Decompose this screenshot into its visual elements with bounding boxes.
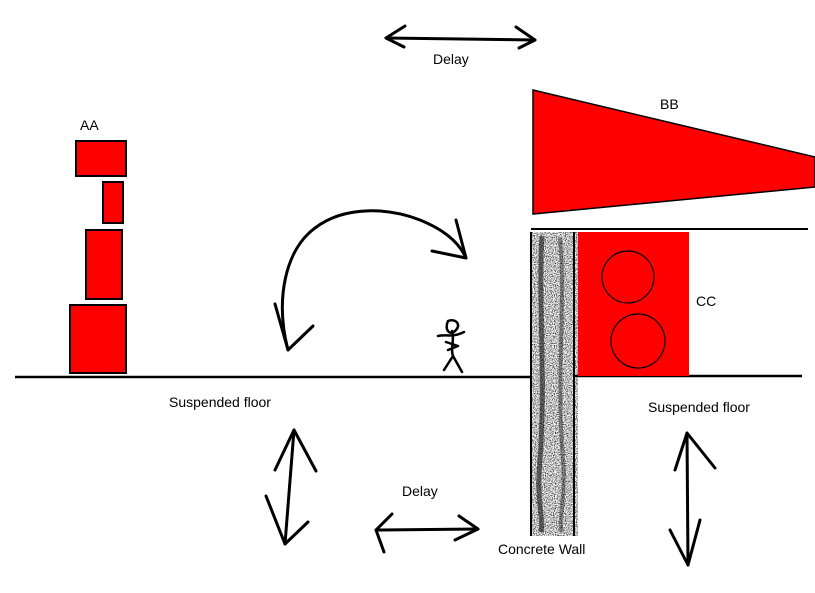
curved-double-arrow-icon bbox=[273, 209, 468, 352]
delay-bottom-arrow bbox=[374, 512, 480, 554]
cc-box bbox=[578, 232, 689, 376]
stick-figure-icon bbox=[436, 319, 466, 374]
aa-block-1 bbox=[75, 140, 127, 177]
suspended-floor-right-label: Suspended floor bbox=[648, 399, 750, 415]
bb-wedge bbox=[532, 89, 815, 215]
concrete-wall bbox=[530, 232, 578, 536]
concrete-wall-label: Concrete Wall bbox=[498, 541, 585, 557]
aa-block-4 bbox=[69, 304, 127, 374]
aa-label: AA bbox=[80, 117, 99, 133]
delay-bottom-label: Delay bbox=[402, 483, 438, 499]
aa-block-stack bbox=[69, 140, 127, 374]
bb-label: BB bbox=[660, 96, 679, 112]
left-vertical-double-arrow-icon bbox=[264, 428, 318, 546]
cc-circle-top bbox=[601, 250, 655, 304]
cc-circle-bottom bbox=[610, 313, 666, 369]
aa-block-2 bbox=[102, 181, 124, 224]
cc-label: CC bbox=[696, 293, 716, 309]
right-vertical-double-arrow-icon bbox=[668, 431, 717, 567]
suspended-floor-left-label: Suspended floor bbox=[169, 394, 271, 410]
delay-top-arrow bbox=[384, 24, 537, 50]
delay-top-label: Delay bbox=[433, 51, 469, 67]
aa-block-3 bbox=[85, 229, 123, 300]
